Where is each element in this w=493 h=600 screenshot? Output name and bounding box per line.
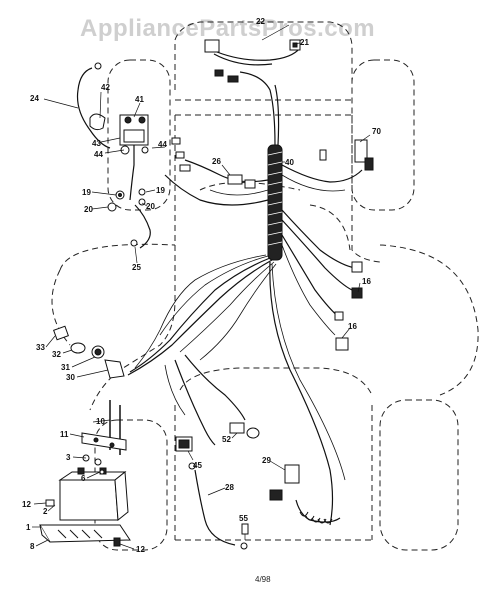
revision-date: 4/98: [255, 575, 271, 584]
wire-25: [134, 204, 151, 249]
callout-12-left: 12: [22, 500, 31, 509]
callout-numbers: 22 21 24 42 41 43 44 44 19 19 20 20 25 4…: [22, 17, 381, 554]
callout-22: 22: [256, 17, 265, 26]
key-switch-assembly-30: [53, 325, 125, 379]
callout-44-right: 44: [158, 140, 167, 149]
switch-70: [319, 139, 374, 171]
callout-2: 2: [43, 507, 48, 516]
connector-45: [175, 436, 193, 452]
callout-43: 43: [92, 139, 101, 148]
callout-8: 8: [30, 542, 35, 551]
ground-wire-24: [76, 67, 111, 149]
bolt-55: [241, 523, 249, 540]
callout-41: 41: [135, 95, 144, 104]
connector-21: [289, 39, 301, 51]
callout-33: 33: [36, 343, 45, 352]
callout-24: 24: [30, 94, 39, 103]
leader-lines: [32, 24, 371, 550]
callout-20-left: 20: [84, 205, 93, 214]
callout-19-right: 19: [156, 186, 165, 195]
callout-45: 45: [193, 461, 202, 470]
battery-assembly: [39, 400, 131, 547]
callout-12-right: 12: [136, 545, 145, 554]
callout-16-upper: 16: [362, 277, 371, 286]
main-wire-harness: [127, 47, 363, 526]
connector-26: [227, 174, 256, 189]
callout-28: 28: [225, 483, 234, 492]
tractor-outline: [51, 21, 479, 551]
callout-25: 25: [132, 263, 141, 272]
seat-switch-29: [269, 464, 300, 501]
wire-28-top-terminal: [188, 462, 196, 470]
callout-32: 32: [52, 350, 61, 359]
wire-28: [194, 469, 236, 546]
headlight-harness-22: [204, 39, 239, 83]
callout-20-right: 20: [146, 202, 155, 211]
callout-70: 70: [372, 127, 381, 136]
callout-29: 29: [262, 456, 271, 465]
callout-19-left: 19: [82, 188, 91, 197]
watermark-text: AppliancePartsPros.com: [80, 15, 375, 42]
callout-42: 42: [101, 83, 110, 92]
callout-40: 40: [285, 158, 294, 167]
callout-31: 31: [61, 363, 70, 372]
wire-25-terminal: [130, 239, 138, 247]
callout-16-lower: 16: [348, 322, 357, 331]
coiled-cord: [295, 499, 341, 523]
callout-11: 11: [60, 430, 69, 439]
callout-21: 21: [300, 38, 309, 47]
callout-52: 52: [222, 435, 231, 444]
callout-1: 1: [26, 523, 31, 532]
wire-28-terminal: [240, 542, 248, 550]
callout-10: 10: [96, 417, 105, 426]
callout-44-left: 44: [94, 150, 103, 159]
callout-55: 55: [239, 514, 248, 523]
solenoid-assembly-41: [89, 113, 149, 201]
callout-26: 26: [212, 157, 221, 166]
ground-terminal: [94, 62, 102, 70]
callout-3: 3: [66, 453, 71, 462]
callout-30: 30: [66, 373, 75, 382]
connectors-16: [334, 261, 363, 351]
callout-6: 6: [81, 474, 86, 483]
connectors-44: [171, 137, 191, 172]
fasteners-19-20: [107, 188, 146, 212]
